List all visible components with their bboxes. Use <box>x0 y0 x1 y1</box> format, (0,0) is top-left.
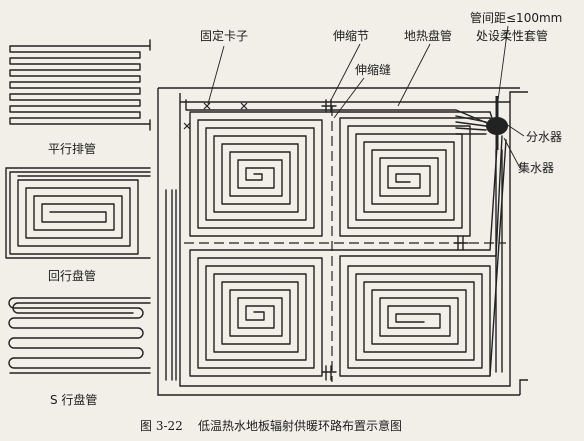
label-parallel-pipes: 平行排管 <box>48 141 96 156</box>
heating-loop-bottom-left <box>189 249 491 377</box>
heating-loop-top-left <box>189 111 491 237</box>
parallel-pipes-diagram <box>9 39 151 131</box>
label-water-distributor: 分水器 <box>526 130 562 144</box>
fixed-clip-marks <box>183 102 248 130</box>
return-coil-diagram <box>5 167 151 259</box>
expansion-joint-marker <box>321 365 337 381</box>
label-pipe-spacing-2: 处设柔性套管 <box>476 28 548 43</box>
s-coil-diagram <box>8 297 151 374</box>
label-expansion-seam: 伸缩缝 <box>355 62 391 77</box>
caption-number: 图 3-22 <box>140 419 183 433</box>
heating-loop-top-right <box>339 117 491 237</box>
leader-lines <box>207 25 525 169</box>
manifold <box>455 96 508 150</box>
label-return-coil: 回行盘管 <box>48 268 96 283</box>
caption-text: 低温热水地板辐射供暖环路布置示意图 <box>198 418 402 433</box>
label-expansion-joint: 伸缩节 <box>333 28 369 43</box>
label-floor-heating-coil: 地热盘管 <box>404 28 452 43</box>
heating-loop-bottom-right <box>339 255 497 377</box>
label-water-collector: 集水器 <box>518 160 554 175</box>
expansion-joint-marker <box>453 235 469 251</box>
label-s-coil: S 行盘管 <box>50 392 97 407</box>
label-pipe-spacing-1: 管间距≤100mm <box>470 10 562 25</box>
label-fixed-clip: 固定卡子 <box>200 28 248 43</box>
